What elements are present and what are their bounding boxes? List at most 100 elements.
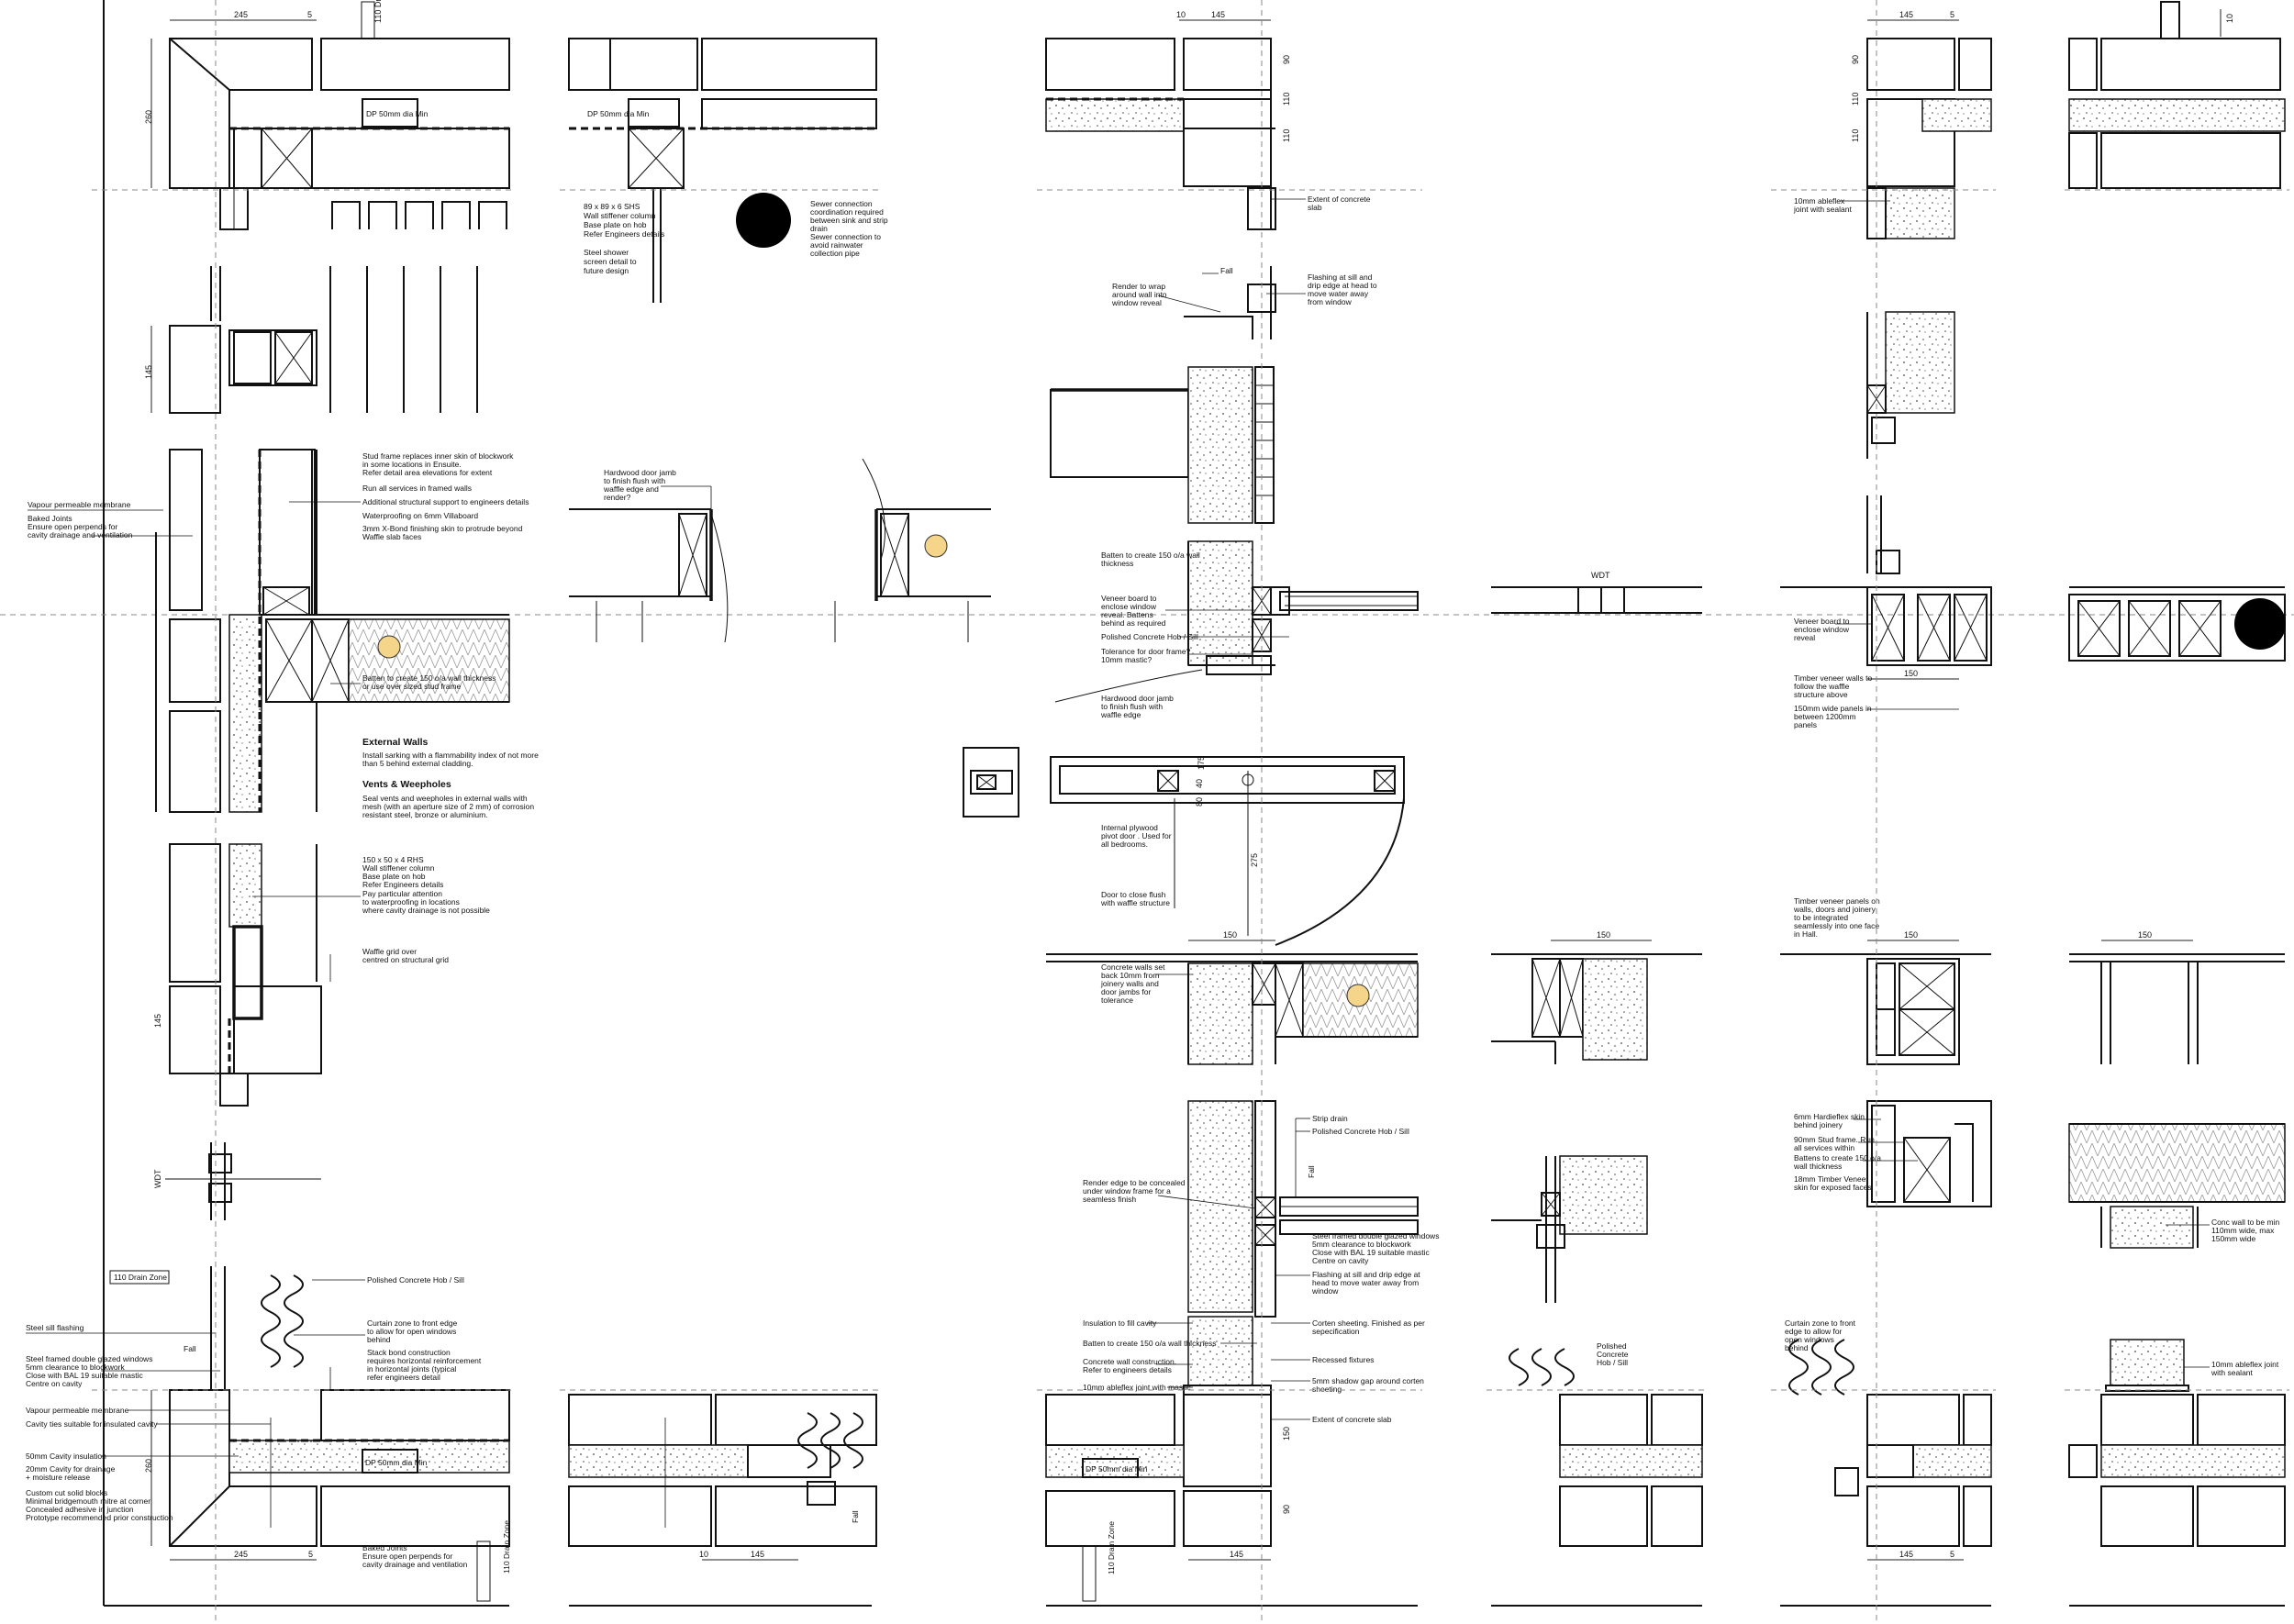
- svg-text:245: 245: [234, 1550, 248, 1559]
- svg-text:145: 145: [1899, 10, 1913, 19]
- svg-text:145: 145: [1230, 1550, 1243, 1559]
- svg-text:10: 10: [699, 1550, 708, 1559]
- svg-text:150: 150: [1282, 1427, 1291, 1440]
- svg-text:150: 150: [1904, 930, 1918, 940]
- svg-text:Waterproofing on 6mm Villaboar: Waterproofing on 6mm Villaboard: [362, 511, 478, 520]
- detail-window-jamb-3: [1866, 311, 1955, 459]
- svg-text:110: 110: [1282, 93, 1291, 106]
- svg-text:WDT: WDT: [153, 1169, 162, 1188]
- svg-text:Batten to create 150 o/a wall: Batten to create 150 o/a wall thicknesso…: [362, 673, 496, 691]
- svg-text:275: 275: [1250, 853, 1259, 867]
- svg-text:150: 150: [1904, 669, 1918, 678]
- detail-sill-plan-bottom-left: Fall 10 145: [568, 1394, 877, 1561]
- svg-text:DP 50mm dia Min: DP 50mm dia Min: [366, 109, 429, 118]
- detail-window-jamb-1: 145: [144, 266, 478, 414]
- svg-text:Recessed fixtures: Recessed fixtures: [1312, 1355, 1375, 1364]
- svg-text:Polished Concrete Hob / Sill: Polished Concrete Hob / Sill: [367, 1275, 464, 1285]
- svg-text:Fall: Fall: [851, 1510, 860, 1523]
- detail-corten-sill: DP 50mm dia Min 145 110 Drain Zone 150 9…: [1045, 1316, 1425, 1602]
- detail-plan-150-right: 150: [2069, 930, 2285, 1064]
- svg-text:Steel sill flashing: Steel sill flashing: [26, 1323, 84, 1332]
- svg-text:Fall: Fall: [184, 1344, 196, 1353]
- svg-text:90: 90: [1282, 55, 1291, 64]
- svg-text:260: 260: [144, 1459, 153, 1473]
- service-pipe-icon: [377, 635, 401, 659]
- detail-plan-sewer-right: [2068, 586, 2286, 662]
- detail-mullion-wdt: WDT: [1491, 571, 1702, 614]
- svg-text:150: 150: [1223, 930, 1237, 940]
- svg-text:20mm Cavity for drainage+ mois: 20mm Cavity for drainage+ moisture relea…: [26, 1464, 116, 1482]
- svg-text:Run all services in framed wal: Run all services in framed walls: [362, 484, 472, 493]
- svg-text:Batten to create 150 o/a wall: Batten to create 150 o/a wall thickness: [1083, 1339, 1217, 1348]
- detail-corner-plan-top: 245 5 110 Dra 260 DP 50mm dia Min: [144, 0, 510, 230]
- sewer-pipe-icon: [2234, 598, 2286, 650]
- svg-text:External Walls: External Walls: [362, 737, 429, 748]
- detail-window-jamb-2: [1491, 1155, 1648, 1303]
- svg-text:Vents & Weepholes: Vents & Weepholes: [362, 779, 451, 790]
- svg-text:Fall: Fall: [1307, 1165, 1316, 1178]
- window-frame-top: [219, 187, 249, 230]
- svg-text:Vapour permeable membrane: Vapour permeable membrane: [26, 1406, 129, 1415]
- svg-text:150: 150: [1597, 930, 1610, 940]
- svg-text:5: 5: [308, 1550, 313, 1559]
- svg-text:DP 50mm dia Min: DP 50mm dia Min: [1086, 1464, 1148, 1474]
- svg-text:110: 110: [1851, 93, 1860, 106]
- svg-text:WDT: WDT: [1591, 571, 1610, 580]
- svg-text:145: 145: [751, 1550, 764, 1559]
- svg-text:90: 90: [1851, 55, 1860, 64]
- waffle-ribs: [331, 201, 507, 229]
- svg-text:90: 90: [1282, 1505, 1291, 1514]
- svg-text:260: 260: [144, 110, 153, 124]
- svg-text:Concrete wall construction.Ref: Concrete wall construction.Refer to engi…: [1083, 1357, 1176, 1374]
- svg-text:110: 110: [1851, 129, 1860, 142]
- centrelines: [92, 0, 2289, 1624]
- svg-text:Vapour permeable membrane: Vapour permeable membrane: [28, 500, 131, 509]
- svg-text:DP 50mm dia Min: DP 50mm dia Min: [587, 109, 650, 118]
- svg-text:Polished Concrete Hob / Sill: Polished Concrete Hob / Sill: [1312, 1127, 1409, 1136]
- svg-text:5: 5: [1950, 10, 1954, 19]
- svg-text:Cavity ties suitable for insul: Cavity ties suitable for insulated cavit…: [26, 1419, 158, 1429]
- svg-text:145: 145: [144, 365, 153, 379]
- svg-text:110 Dra: 110 Dra: [373, 0, 383, 23]
- detail-hall-plan: 150: [1491, 930, 1702, 1064]
- svg-text:3mm X-Bond finishing skin to p: 3mm X-Bond finishing skin to protrude be…: [362, 524, 523, 541]
- svg-text:Extent of concrete slab: Extent of concrete slab: [1312, 1415, 1392, 1424]
- svg-text:80: 80: [1195, 797, 1204, 806]
- detail-sill-section-mid: Strip drain Polished Concrete Hob / Sill…: [1083, 1100, 1439, 1318]
- svg-text:5: 5: [307, 10, 312, 19]
